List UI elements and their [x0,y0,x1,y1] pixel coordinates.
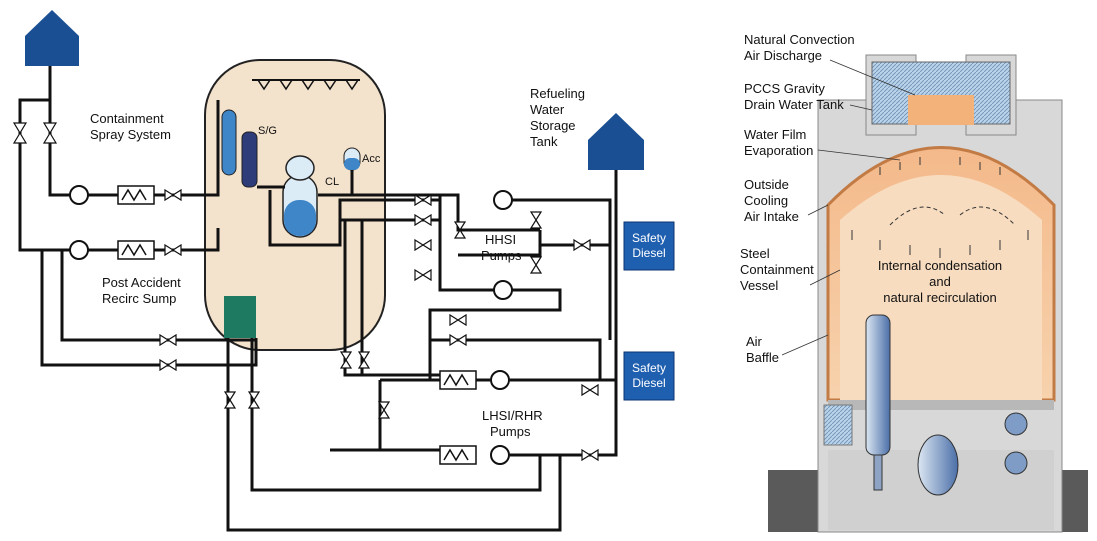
safety-diesel-1: Safety Diesel [624,222,674,270]
label-refueling-4: Tank [530,134,558,149]
label-sg: S/G [258,125,277,137]
reactor-vessel-right [918,435,958,495]
label-hhsi-2: Pumps [481,248,522,263]
label-acc: Acc [362,153,381,165]
label-hhsi-1: HHSI [485,232,516,247]
label-internal-1: Internal condensation [878,258,1002,273]
left-diagram: Safety Diesel Safety Diesel Containment … [14,10,674,530]
label-steel-vessel-3: Vessel [740,278,778,293]
refueling-water-tank-icon [588,113,644,170]
label-cooling-intake-2: Cooling [744,193,788,208]
label-air-discharge-1: Natural Convection [744,32,855,47]
label-refueling-1: Refueling [530,86,585,101]
label-internal-2: and [929,274,951,289]
label-cooling-intake-1: Outside [744,177,789,192]
spray-water-tank-icon [25,10,79,66]
accumulator [344,148,360,170]
label-internal-3: natural recirculation [883,290,996,305]
reactor-vessel [283,156,317,237]
label-containment-spray-2: Spray System [90,127,171,142]
label-sump-2: Recirc Sump [102,291,176,306]
label-lhsi-1: LHSI/RHR [482,408,543,423]
label-steel-vessel-1: Steel [740,246,770,261]
label-air-baffle-1: Air [746,334,763,349]
label-cl: CL [325,176,339,188]
label-air-baffle-2: Baffle [746,350,779,365]
right-diagram: Natural Convection Air Discharge PCCS Gr… [740,32,1088,532]
label-containment-spray-1: Containment [90,111,164,126]
steam-generator-right [866,315,890,455]
safety-diesel-1-line2: Diesel [632,246,665,260]
label-refueling-2: Water [530,102,565,117]
label-refueling-3: Storage [530,118,576,133]
label-steel-vessel-2: Containment [740,262,814,277]
label-air-discharge-2: Air Discharge [744,48,822,63]
label-cooling-intake-3: Air Intake [744,209,799,224]
label-lhsi-2: Pumps [490,424,531,439]
label-sump-1: Post Accident [102,275,181,290]
safety-diesel-1-line1: Safety [632,231,666,245]
recirc-sump [224,296,256,338]
label-drain-tank-2: Drain Water Tank [744,97,844,112]
safety-diesel-2-line1: Safety [632,361,666,375]
safety-diesel-2: Safety Diesel [624,352,674,400]
label-drain-tank-1: PCCS Gravity [744,81,825,96]
label-film-evap-2: Evaporation [744,143,813,158]
safety-diesel-2-line2: Diesel [632,376,665,390]
label-film-evap-1: Water Film [744,127,806,142]
